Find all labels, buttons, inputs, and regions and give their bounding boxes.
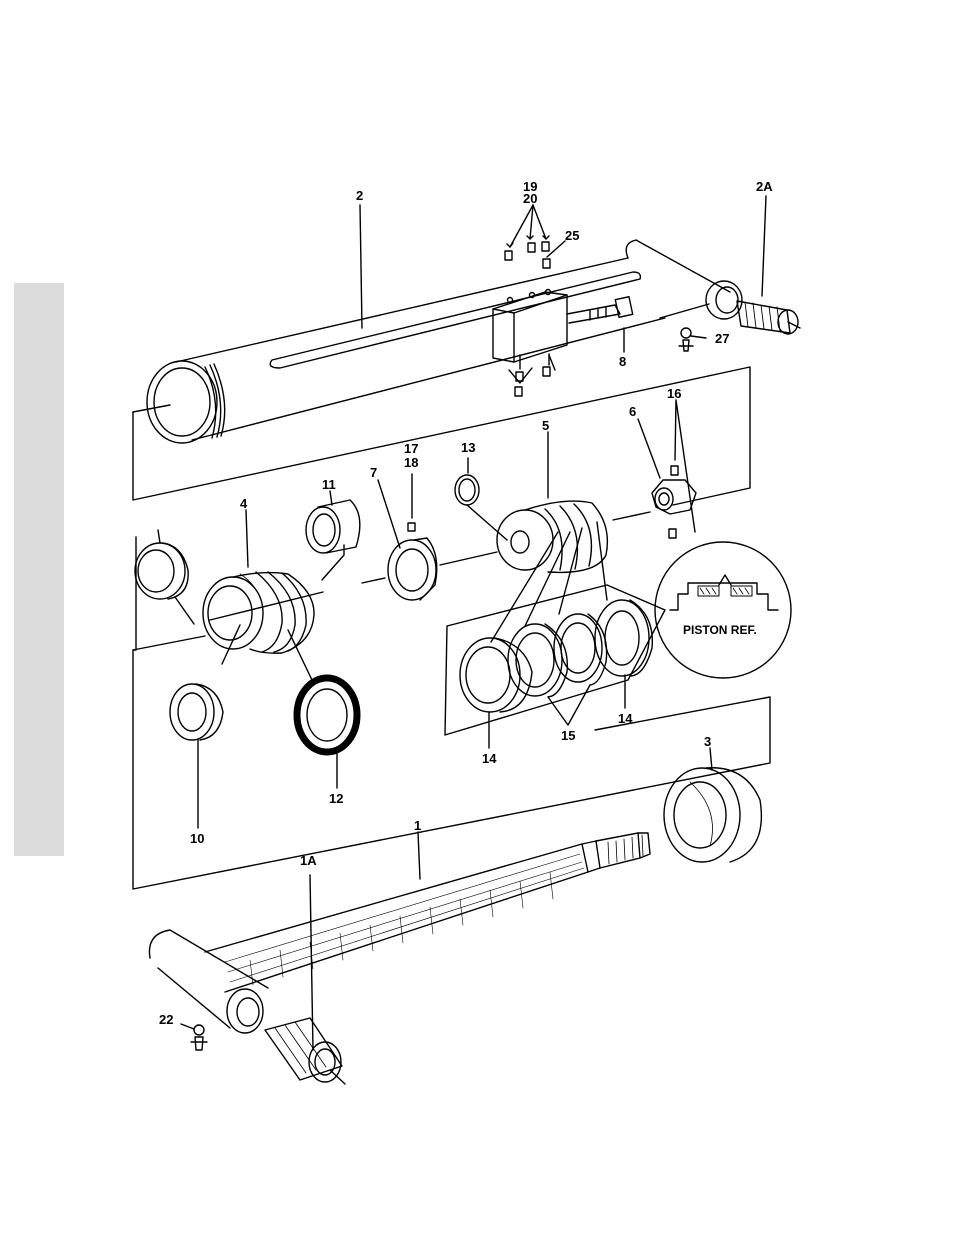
bushing-2a xyxy=(737,301,800,334)
bracket-lower xyxy=(133,537,770,889)
callout-1: 1 xyxy=(414,818,421,833)
callout-3: 3 xyxy=(704,734,711,749)
callout-1a: 1A xyxy=(300,853,317,868)
callout-20: 20 xyxy=(523,191,537,206)
callout-14-left: 14 xyxy=(482,751,497,766)
grease-fitting-27 xyxy=(679,328,706,351)
piston-ref-label: PISTON REF. xyxy=(683,623,757,637)
callout-17: 17 xyxy=(404,441,418,456)
callout-18: 18 xyxy=(404,455,418,470)
callout-7: 7 xyxy=(370,465,377,480)
gland-4 xyxy=(203,510,314,653)
piston-ref-inset xyxy=(655,542,791,678)
piston-5 xyxy=(497,432,607,572)
callout-2a: 2A xyxy=(756,179,773,194)
leader-2a xyxy=(762,196,766,296)
seal-12 xyxy=(288,630,357,788)
set-screws-16 xyxy=(669,400,695,538)
bracket-upper xyxy=(133,367,750,505)
bushing-1a xyxy=(265,875,345,1084)
callout-5: 5 xyxy=(542,418,549,433)
bushing-11 xyxy=(306,491,360,553)
callout-13: 13 xyxy=(461,440,475,455)
callout-4: 4 xyxy=(240,496,248,511)
callout-12: 12 xyxy=(329,791,343,806)
wiper-seal xyxy=(135,530,188,599)
callout-11: 11 xyxy=(322,477,336,492)
gland-nut-3 xyxy=(664,748,761,862)
set-screw-17-18 xyxy=(408,474,415,531)
assembly-axis xyxy=(210,512,650,620)
callout-15: 15 xyxy=(561,728,575,743)
callout-25: 25 xyxy=(565,228,579,243)
callout-22: 22 xyxy=(159,1012,173,1027)
nut-6 xyxy=(638,419,696,514)
callout-10: 10 xyxy=(190,831,204,846)
callout-27: 27 xyxy=(715,331,729,346)
callout-16: 16 xyxy=(667,386,681,401)
wear-ring-10 xyxy=(170,625,240,828)
grease-fitting-22 xyxy=(181,1024,207,1050)
callout-6: 6 xyxy=(629,404,636,419)
piston-rod xyxy=(149,832,650,1033)
callout-14-right: 14 xyxy=(618,711,633,726)
leader-2 xyxy=(360,205,362,328)
ring-7 xyxy=(378,480,437,600)
cylinder-barrel xyxy=(147,240,742,443)
callout-8: 8 xyxy=(619,354,626,369)
callout-2: 2 xyxy=(356,188,363,203)
